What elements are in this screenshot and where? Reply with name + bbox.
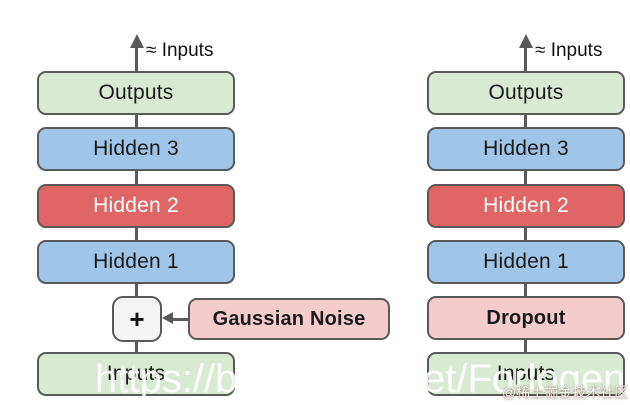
gaussian-noise-label: Gaussian Noise bbox=[212, 307, 366, 330]
layer-label: Outputs bbox=[98, 81, 174, 104]
connector-line bbox=[524, 171, 527, 184]
layer-label: Hidden 3 bbox=[93, 137, 179, 160]
dropout-label: Dropout bbox=[486, 306, 566, 329]
gaussian-noise-box: Gaussian Noise bbox=[188, 298, 390, 340]
layer-label: Hidden 2 bbox=[93, 194, 179, 217]
layer-hidden1-right: Hidden 1 bbox=[427, 240, 625, 284]
layer-hidden1-left: Hidden 1 bbox=[37, 240, 235, 284]
connector-line bbox=[524, 284, 527, 296]
approx-inputs-label: ≈ Inputs bbox=[535, 40, 603, 61]
output-arrow-shaft bbox=[524, 46, 527, 71]
layer-label: Hidden 1 bbox=[483, 250, 569, 273]
arrow-up-icon bbox=[518, 34, 533, 48]
layer-hidden3-right: Hidden 3 bbox=[427, 127, 625, 171]
layer-hidden2-right: Hidden 2 bbox=[427, 184, 625, 228]
layer-label: Outputs bbox=[488, 81, 564, 104]
layer-hidden2-left: Hidden 2 bbox=[37, 184, 235, 228]
add-noise-node: + bbox=[112, 296, 162, 342]
connector-line bbox=[524, 115, 527, 127]
plus-icon: + bbox=[129, 303, 145, 334]
watermark-url-right-fragment: et/Forlogen bbox=[423, 357, 626, 401]
layer-inputs-right: Inputs bbox=[427, 352, 625, 396]
layer-hidden3-left: Hidden 3 bbox=[37, 127, 235, 171]
approx-inputs-label: ≈ Inputs bbox=[146, 40, 214, 61]
connector-line bbox=[135, 228, 138, 240]
output-arrow-shaft bbox=[135, 46, 138, 71]
watermark-community-badge: @稀土掘金技术社区 bbox=[502, 384, 629, 400]
connector-line bbox=[135, 115, 138, 127]
layer-label: Hidden 3 bbox=[483, 137, 569, 160]
connector-line bbox=[135, 284, 138, 296]
layer-label: Hidden 1 bbox=[93, 250, 179, 273]
watermark-url-left-fragment: https://b bbox=[95, 357, 238, 401]
noise-arrow-shaft bbox=[172, 317, 189, 321]
layer-outputs-left: Outputs bbox=[37, 71, 235, 115]
connector-line bbox=[524, 340, 527, 352]
arrow-up-icon bbox=[129, 34, 144, 48]
layer-label: Inputs bbox=[106, 362, 166, 385]
layer-outputs-right: Outputs bbox=[427, 71, 625, 115]
dropout-box: Dropout bbox=[427, 296, 625, 340]
layer-label: Hidden 2 bbox=[483, 194, 569, 217]
arrow-left-icon bbox=[162, 312, 173, 324]
connector-line bbox=[524, 228, 527, 240]
layer-label: Inputs bbox=[496, 362, 556, 385]
connector-line bbox=[135, 342, 138, 352]
layer-inputs-left: Inputs bbox=[37, 352, 235, 396]
connector-line bbox=[135, 171, 138, 184]
